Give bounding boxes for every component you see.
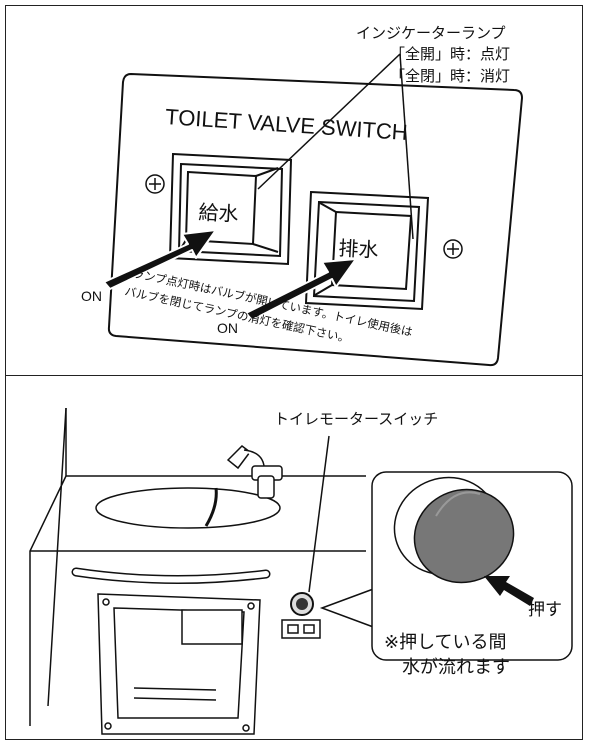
large-push-button-icon: [393, 476, 515, 584]
sink-cord: [204, 487, 218, 527]
indicator-leader-left: [257, 53, 401, 190]
indicator-open-state: 「全開」時：点灯: [390, 45, 511, 63]
faucet-icon: [226, 445, 283, 499]
power-outlet-icon: [281, 619, 321, 639]
left-on-arrow: [103, 229, 217, 290]
push-arrow: [484, 576, 534, 606]
indicator-closed-state: 「全閉」時：消灯: [390, 67, 511, 85]
motor-switch-leader: [308, 435, 330, 593]
on-label-center: ON: [217, 320, 238, 336]
note-line-1: ※押している間: [384, 632, 507, 653]
right-screw-icon: [443, 239, 463, 259]
sink-basin: [95, 487, 281, 529]
motor-switch-panel-illustration: トイレモータースイッチ 押す ※押している間 水が流れます: [5, 375, 583, 740]
callout-pointer: [319, 586, 377, 630]
motor-switch-button-icon: [290, 592, 314, 616]
valve-switch-panel-illustration: インジケーターランプ 「全開」時：点灯 「全閉」時：消灯 TOILET VALV…: [5, 5, 583, 376]
on-label-left: ON: [81, 288, 102, 304]
motor-switch-label: トイレモータースイッチ: [274, 410, 439, 428]
indicator-lamp-title: インジケーターランプ: [356, 24, 506, 42]
center-on-arrow: [245, 258, 357, 321]
cabinet-outline: [29, 407, 366, 726]
cabinet-door: [97, 593, 261, 735]
note-line-2: 水が流れます: [402, 657, 510, 678]
toilet-sink-drawing: [29, 407, 573, 735]
drain-button[interactable]: 排水: [337, 236, 380, 263]
supply-button[interactable]: 給水: [197, 200, 240, 227]
indicator-leader-right: [399, 53, 414, 240]
push-label: 押す: [528, 600, 562, 620]
left-screw-icon: [145, 174, 165, 194]
valve-switch-drawing: [103, 53, 524, 367]
